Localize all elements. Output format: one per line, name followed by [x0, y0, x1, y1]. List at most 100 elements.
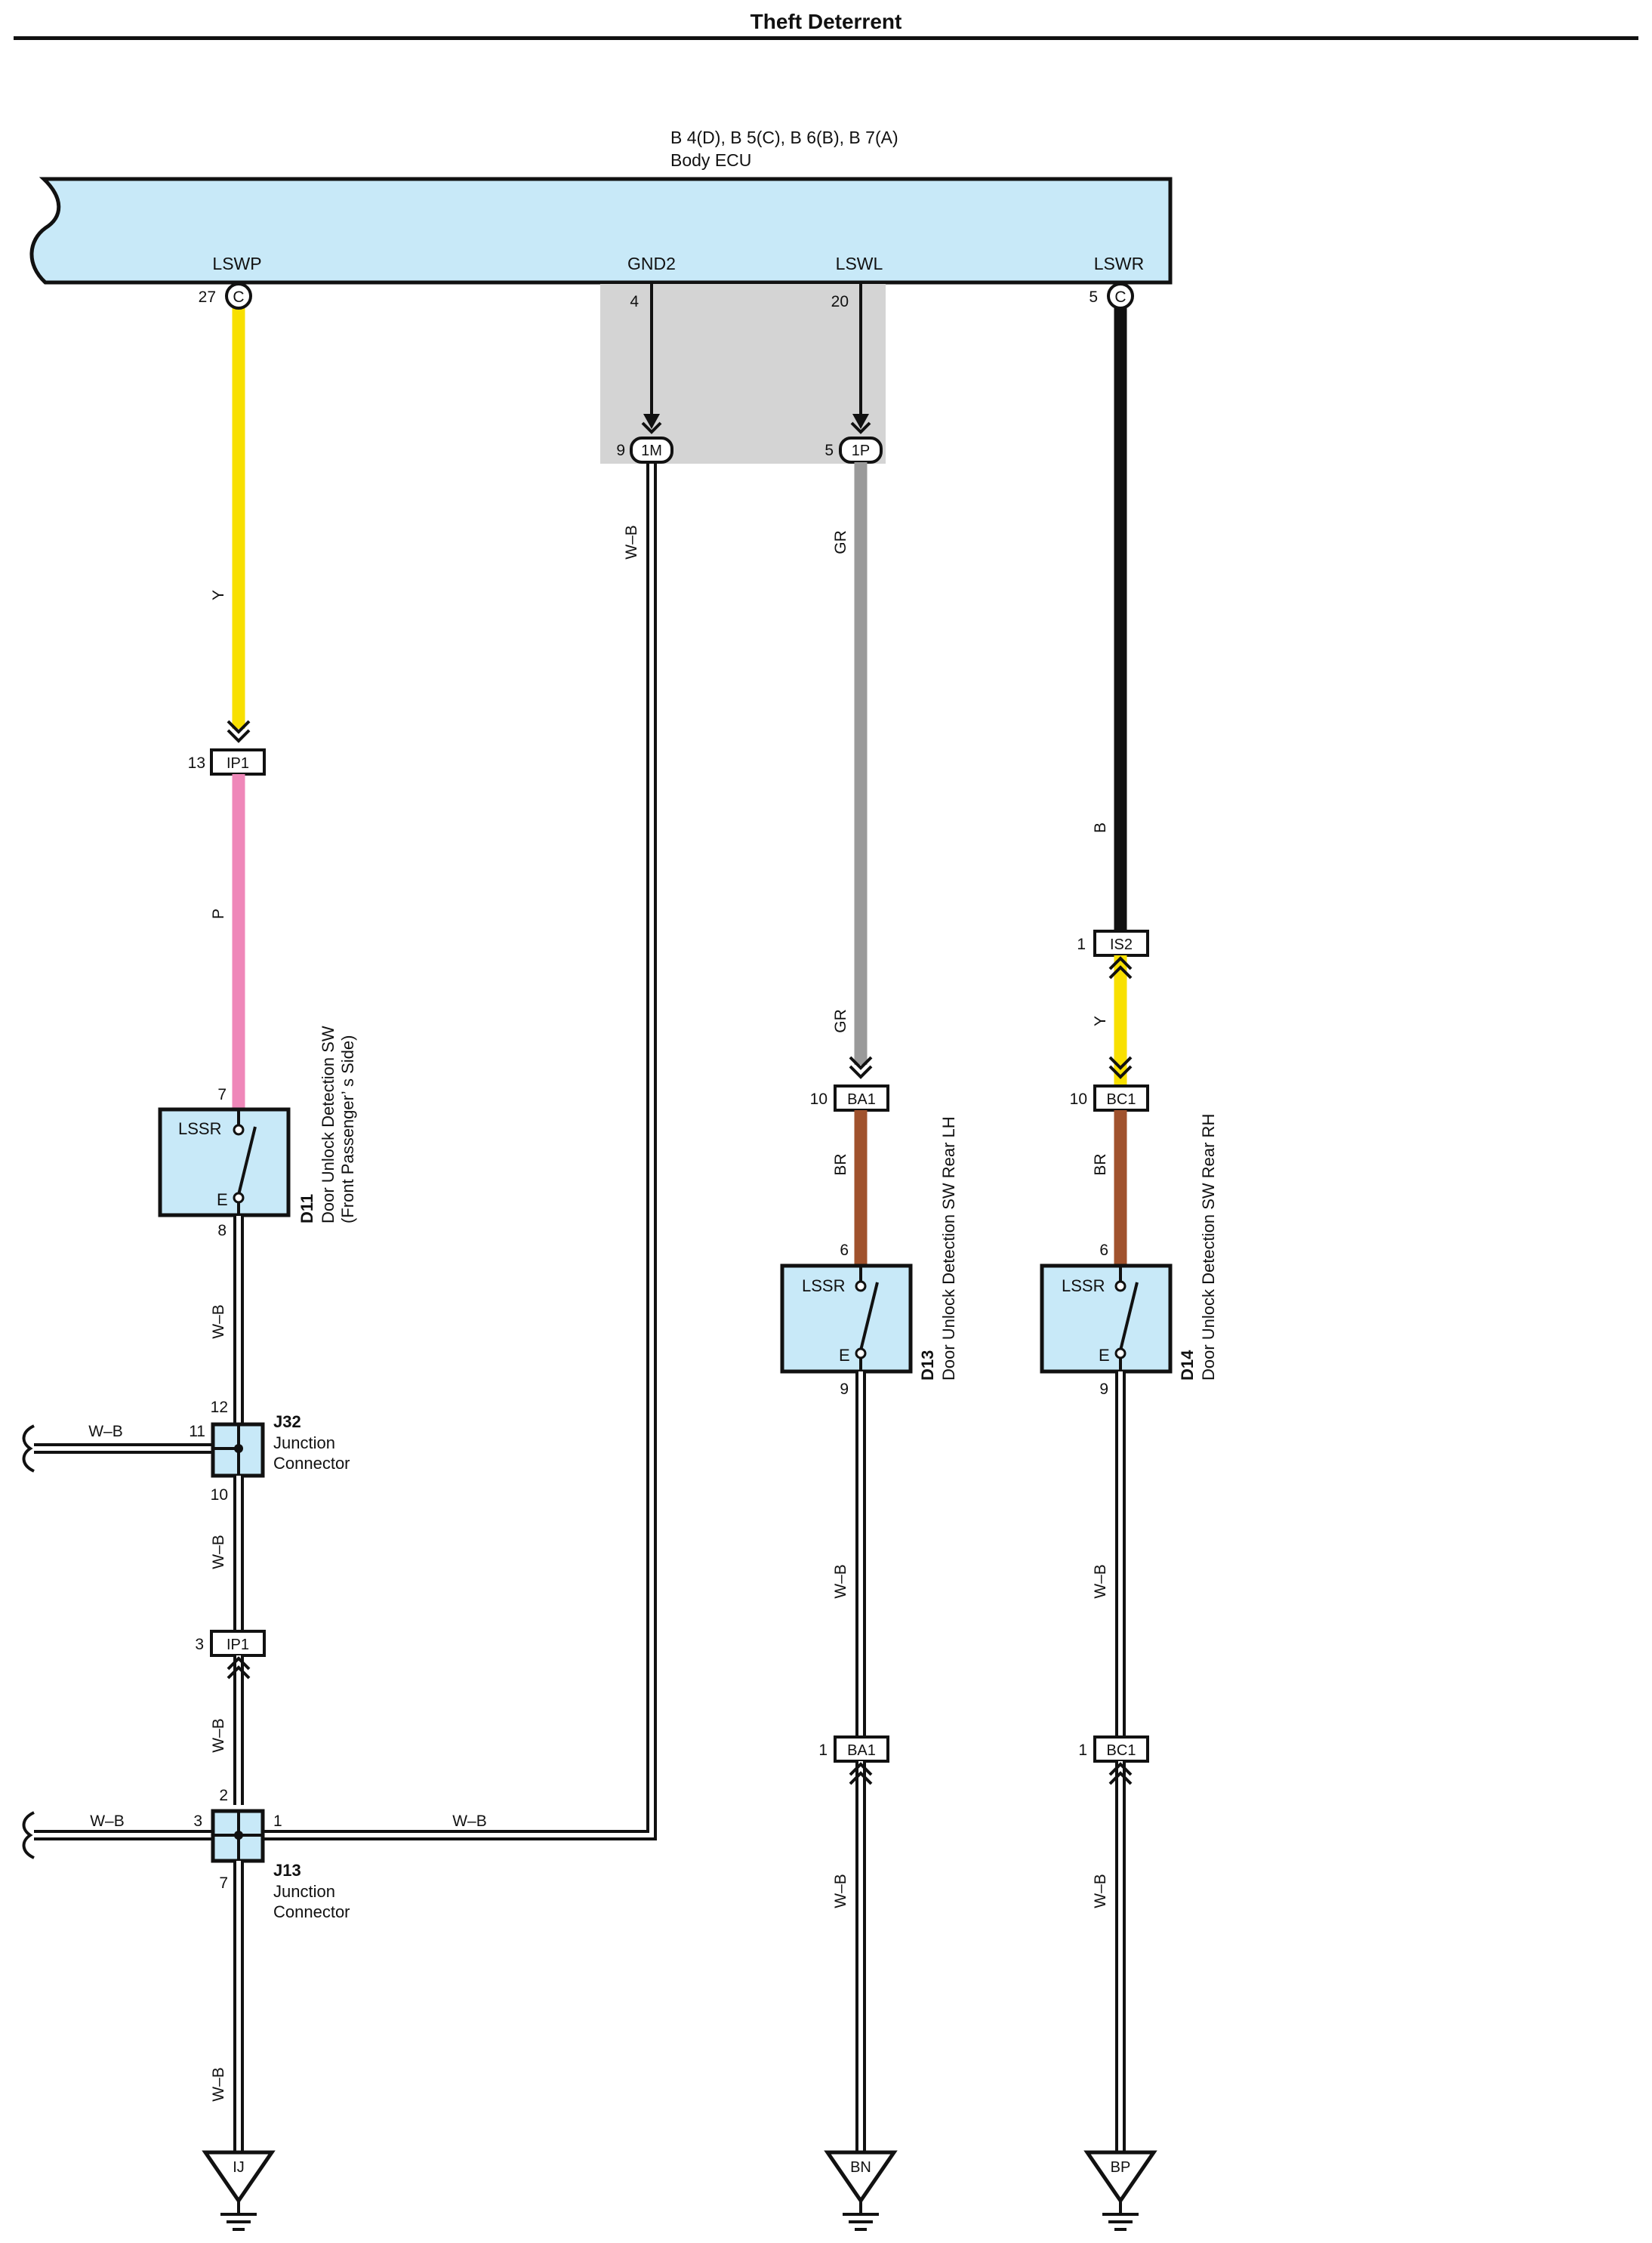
- connector-1m-id: 1M: [641, 443, 662, 459]
- wire-label-wb-j13-in: W–B: [90, 1813, 125, 1830]
- d14-pin-bottom: 9: [1099, 1381, 1108, 1398]
- d13-terminal-lssr: LSSR: [802, 1276, 845, 1295]
- ecu-terminal-lswl: LSWL: [836, 254, 883, 273]
- ground-ij-label: IJ: [233, 2159, 245, 2176]
- j13-pin-top: 2: [219, 1787, 228, 1804]
- wire-label-wb-j13-out: W–B: [210, 2067, 227, 2102]
- ground-bp-label: BP: [1111, 2159, 1131, 2176]
- d14-name: Door Unlock Detection SW Rear RH: [1199, 1114, 1218, 1381]
- wire-label-wb-d11: W–B: [210, 1304, 227, 1339]
- wire-label-gr-top: GR: [832, 530, 849, 554]
- chevron-down-icon: [227, 729, 251, 743]
- d11-terminal-lssr: LSSR: [178, 1119, 221, 1138]
- switch-d14-box: [1040, 1263, 1173, 1374]
- connector-ip1-bottom-pin: 3: [195, 1636, 204, 1653]
- connector-1p-id: 1P: [852, 443, 870, 459]
- d13-code: D13: [918, 1350, 937, 1381]
- connector-ba1-bottom-pin: 1: [818, 1742, 828, 1759]
- d14-terminal-e: E: [1099, 1346, 1110, 1365]
- d11-pin-top: 7: [217, 1086, 227, 1103]
- connector-ba1-bottom-id: BA1: [847, 1742, 876, 1759]
- chevron-up-icon: [1108, 1762, 1133, 1776]
- ecu-terminal-lswp: LSWP: [212, 254, 261, 273]
- wire-label-b: B: [1092, 822, 1109, 833]
- arrow-down-icon: [643, 414, 660, 429]
- d11-code: D11: [297, 1194, 316, 1223]
- d14-contact-bottom: [1114, 1347, 1127, 1359]
- arrow-down-icon: [852, 414, 869, 429]
- wire-label-p: P: [210, 909, 227, 919]
- chevron-up-icon: [227, 1656, 251, 1671]
- ground-bn-label: BN: [850, 2159, 871, 2176]
- chevron-up-icon: [849, 1762, 873, 1776]
- title-rule: [14, 36, 1638, 40]
- j13-line1: Junction: [273, 1882, 335, 1901]
- d13-terminal-e: E: [839, 1346, 850, 1365]
- j32-line1: Junction: [273, 1433, 335, 1452]
- ecu-name-label: Body ECU: [670, 150, 751, 170]
- chevron-down-icon: [1108, 1065, 1133, 1079]
- d14-contact-top: [1114, 1280, 1127, 1292]
- wire-label-wb-j32-in: W–B: [88, 1423, 123, 1440]
- wire-label-wb-d13: W–B: [832, 1564, 849, 1599]
- connector-ip1-bottom: [210, 1630, 266, 1657]
- connector-bc1-bottom-pin: 1: [1078, 1742, 1087, 1759]
- d13-contact-bottom: [855, 1347, 867, 1359]
- chevron-up-icon: [849, 1771, 873, 1785]
- connector-ba1-top-pin: 10: [810, 1091, 828, 1108]
- ecu-connectors-label: B 4(D), B 5(C), B 6(B), B 7(A): [670, 128, 898, 147]
- wire-break-j32: [22, 1424, 35, 1473]
- d14-code: D14: [1178, 1350, 1197, 1381]
- connector-bc1-bottom-id: BC1: [1107, 1742, 1136, 1759]
- j13-pin-right: 1: [273, 1813, 282, 1830]
- connector-ba1-bottom: [834, 1735, 889, 1763]
- chevron-up-icon: [1108, 965, 1133, 980]
- j32-pin-bottom: 10: [211, 1486, 228, 1504]
- chevron-down-icon: [227, 720, 251, 734]
- wire-label-br-lh: BR: [832, 1153, 849, 1175]
- wire-label-y-left: Y: [210, 590, 227, 600]
- wire-label-wb-d14: W–B: [1092, 1564, 1109, 1599]
- j32-code: J32: [273, 1412, 301, 1431]
- ecu-pin-lswr: [1107, 282, 1134, 310]
- ecu-pin-lswr-num: 5: [1089, 288, 1098, 306]
- d14-switch-blade: [1119, 1282, 1139, 1351]
- d13-contact-top: [855, 1280, 867, 1292]
- connector-is2-pin: 1: [1077, 936, 1086, 953]
- connector-bc1-top: [1093, 1084, 1149, 1112]
- wire-label-wb-ba1: W–B: [832, 1874, 849, 1908]
- ecu-terminal-gnd2: GND2: [627, 254, 676, 273]
- j13-line2: Connector: [273, 1902, 350, 1921]
- wire-label-br-rh: BR: [1092, 1153, 1109, 1175]
- switch-d13-box: [780, 1263, 913, 1374]
- connector-is2-id: IS2: [1110, 936, 1133, 953]
- chevron-up-icon: [227, 1665, 251, 1680]
- j13-node: [234, 1831, 243, 1840]
- d11-switch-blade: [237, 1126, 257, 1196]
- connector-1m-pin: 9: [616, 442, 625, 459]
- ecu-pin-gnd2-num: 4: [630, 293, 639, 310]
- connector-ba1-top-id: BA1: [847, 1091, 876, 1108]
- d11-terminal-e: E: [217, 1190, 228, 1209]
- j32-line2: Connector: [273, 1454, 350, 1473]
- d14-pin-top: 6: [1099, 1242, 1108, 1259]
- d13-pin-top: 6: [840, 1242, 849, 1259]
- chevron-down-icon: [1108, 1056, 1133, 1070]
- wire-label-wb-ecu: W–B: [623, 525, 640, 560]
- wire-label-wb-bc1: W–B: [1092, 1874, 1109, 1908]
- wire-label-gr-bottom: GR: [832, 1009, 849, 1033]
- ecu-terminal-lswr: LSWR: [1094, 254, 1144, 273]
- switch-d11-box: [158, 1107, 291, 1217]
- wire-label-wb-j32-out: W–B: [210, 1535, 227, 1569]
- page-title: Theft Deterrent: [750, 10, 902, 33]
- wire-label-wb-j13-right: W–B: [452, 1813, 487, 1830]
- connector-bc1-top-id: BC1: [1107, 1091, 1136, 1108]
- j13-code: J13: [273, 1861, 301, 1880]
- wire-break-j13: [22, 1811, 35, 1859]
- d11-sub: (Front Passenger’ s Side): [338, 1035, 357, 1223]
- connector-bc1-bottom: [1093, 1735, 1149, 1763]
- chevron-down-icon: [849, 1065, 873, 1079]
- ecu-pin-lswp-num: 27: [199, 288, 216, 306]
- j13-pin-bottom: 7: [219, 1874, 228, 1892]
